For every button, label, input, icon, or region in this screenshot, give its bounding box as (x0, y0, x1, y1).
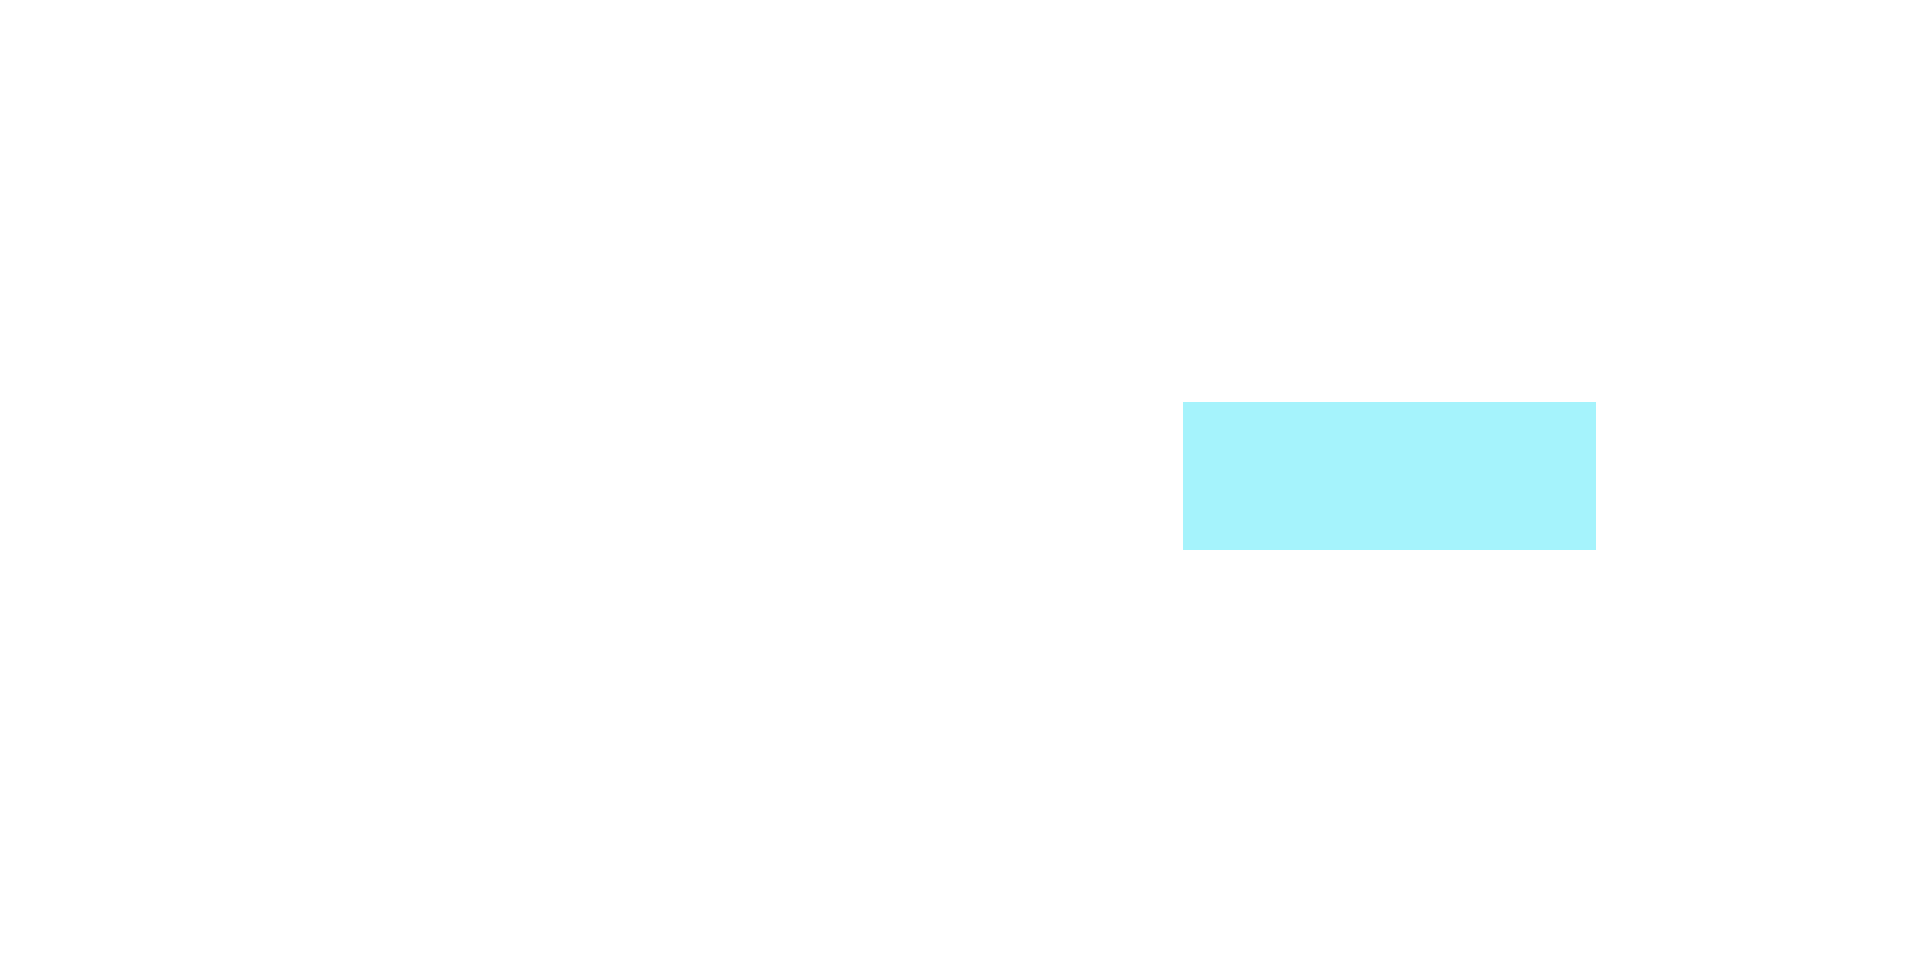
highlight-rectangle (1183, 402, 1596, 550)
